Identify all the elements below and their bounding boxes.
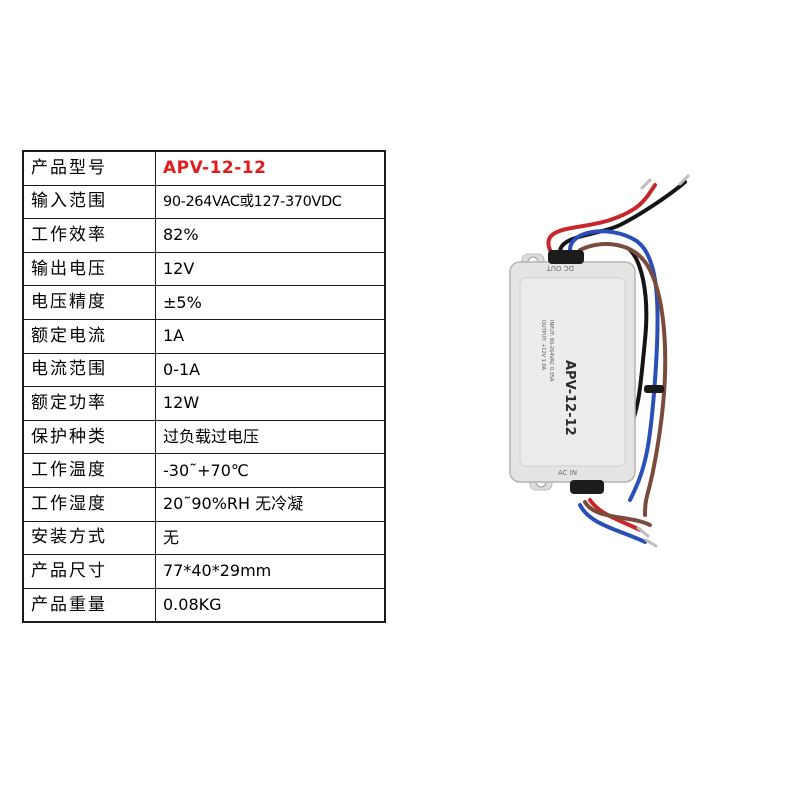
input-wires	[568, 229, 668, 548]
spec-key: 额定功率	[22, 386, 156, 421]
spec-key: 产品型号	[22, 150, 156, 186]
spec-key: 输入范围	[22, 184, 156, 220]
case-spec-line: INPUT: 90-264VAC 0.35A	[548, 320, 554, 382]
spec-value: 无	[155, 520, 386, 556]
spec-value: 1A	[155, 318, 386, 354]
spec-key: 保护种类	[22, 419, 156, 455]
spec-value: ±5%	[155, 285, 386, 320]
spec-value: 过负载过电压	[155, 419, 386, 455]
case-end-labels: DC OUT AC IN	[546, 264, 577, 477]
dc-out-label: DC OUT	[546, 264, 574, 272]
spec-row: 工作温度-30˜+70℃	[22, 453, 386, 488]
spec-value: 77*40*29mm	[155, 554, 386, 589]
spec-key: 安装方式	[22, 520, 156, 556]
case-spec-line: OUTPUT: +12V 1.0A	[540, 320, 546, 371]
spec-value: 20˜90%RH 无冷凝	[155, 486, 386, 522]
spec-key: 工作湿度	[22, 486, 156, 522]
spec-key: 产品尺寸	[22, 554, 156, 589]
spec-value: 12V	[155, 251, 386, 287]
spec-value: -30˜+70℃	[155, 453, 386, 488]
case-model-text: APV-12-12	[562, 360, 577, 436]
spec-key: 输出电压	[22, 251, 156, 287]
spec-value: 90-264VAC或127-370VDC	[155, 184, 386, 220]
spec-row: 电压精度±5%	[22, 285, 386, 320]
spec-key: 电压精度	[22, 285, 156, 320]
spec-key: 电流范围	[22, 352, 156, 388]
spec-row: 保护种类过负载过电压	[22, 419, 386, 455]
spec-value: 0.08KG	[155, 587, 386, 623]
spec-row: 安装方式无	[22, 520, 386, 556]
spec-key: 产品重量	[22, 587, 156, 623]
spec-value: 0-1A	[155, 352, 386, 388]
power-supply-photo: APV-12-12 INPUT: 90-264VAC 0.35A OUTPUT:…	[509, 174, 690, 548]
spec-key: 额定电流	[22, 318, 156, 354]
spec-value: 12W	[155, 386, 386, 421]
spec-value: 82%	[155, 218, 386, 253]
spec-key: 工作效率	[22, 218, 156, 253]
power-supply-case	[509, 250, 636, 494]
output-wires	[546, 174, 690, 432]
spec-value: APV-12-12	[155, 150, 386, 186]
spec-key: 工作温度	[22, 453, 156, 488]
ac-in-label: AC IN	[558, 469, 577, 477]
cable-tie	[644, 385, 664, 393]
case-label: APV-12-12 INPUT: 90-264VAC 0.35A OUTPUT:…	[540, 320, 577, 436]
